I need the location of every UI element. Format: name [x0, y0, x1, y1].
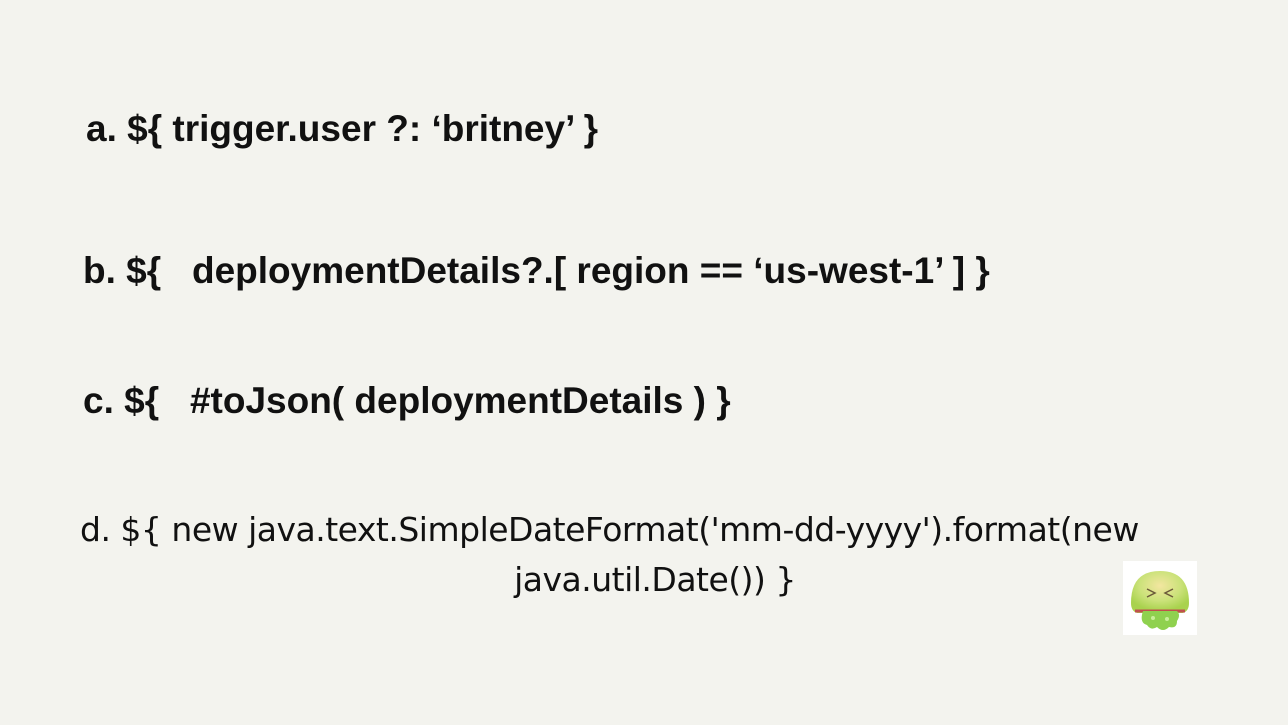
sick-face-emoji-icon [1123, 561, 1197, 635]
example-b: b. ${ deploymentDetails?.[ region == ‘us… [83, 250, 990, 291]
example-c: c. ${ #toJson( deploymentDetails ) } [83, 380, 731, 421]
example-d-line1: d. ${ new java.text.SimpleDateFormat('mm… [80, 510, 1139, 549]
example-a: a. ${ trigger.user ?: ‘britney’ } [86, 108, 599, 149]
example-d-line2: java.util.Date()) } [514, 560, 796, 599]
